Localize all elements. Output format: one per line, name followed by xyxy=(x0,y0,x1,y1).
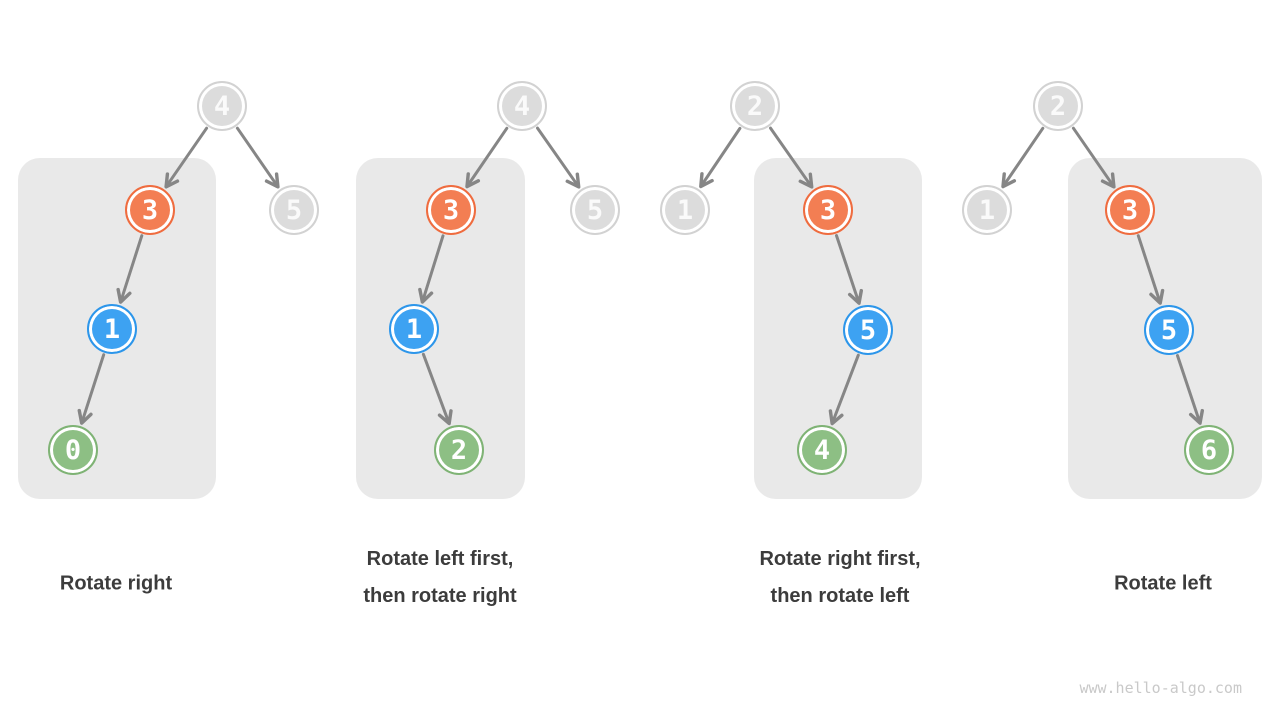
tree-node: 5 xyxy=(1144,305,1194,355)
tree-edge-root-r xyxy=(536,126,581,189)
tree-node: 2 xyxy=(730,81,780,131)
tree-node: 5 xyxy=(843,305,893,355)
tree-caption-rotate-left: Rotate left xyxy=(1114,566,1212,603)
tree-node: 5 xyxy=(570,185,620,235)
tree-edge-r-rr xyxy=(1136,234,1165,305)
tree-edge-l-ll xyxy=(418,234,445,304)
subtree-highlight-box-rotate-right xyxy=(18,158,216,499)
watermark: www.hello-algo.com xyxy=(1079,679,1242,697)
subtree-highlight-box-rotate-left-then-right xyxy=(356,158,525,499)
tree-caption-line: Rotate left first, xyxy=(366,548,514,570)
tree-node: 1 xyxy=(660,185,710,235)
tree-edge-root-l xyxy=(164,126,209,189)
tree-caption-line: then rotate left xyxy=(770,585,910,607)
tree-node: 6 xyxy=(1184,425,1234,475)
tree-caption-rotate-right-then-left: Rotate right first, then rotate left xyxy=(759,541,920,615)
tree-edge-ll-llr xyxy=(421,352,453,426)
tree-edge-root-l xyxy=(699,126,742,189)
tree-edge-root-r xyxy=(769,126,814,189)
tree-node: 1 xyxy=(962,185,1012,235)
tree-node: 2 xyxy=(1033,81,1083,131)
tree-node: 1 xyxy=(389,304,439,354)
tree-edge-root-r xyxy=(235,126,280,189)
tree-node: 0 xyxy=(48,425,98,475)
tree-edge-root-r xyxy=(1071,126,1116,189)
subtree-highlight-box-rotate-left xyxy=(1068,158,1262,499)
tree-node: 4 xyxy=(797,425,847,475)
tree-node: 5 xyxy=(269,185,319,235)
tree-edge-root-l xyxy=(1001,126,1045,189)
tree-caption-rotate-left-then-right: Rotate left first, then rotate right xyxy=(363,541,516,615)
tree-caption-rotate-right: Rotate right xyxy=(60,566,172,603)
subtree-highlight-box-rotate-right-then-left xyxy=(754,158,922,499)
tree-edge-rr-rrr xyxy=(1176,354,1205,425)
tree-node: 4 xyxy=(497,81,547,131)
tree-edge-ll-lll xyxy=(77,353,106,425)
tree-node: 3 xyxy=(426,185,476,235)
tree-node: 3 xyxy=(803,185,853,235)
tree-edge-root-l xyxy=(465,126,509,189)
tree-node: 4 xyxy=(197,81,247,131)
tree-node: 3 xyxy=(125,185,175,235)
tree-node: 3 xyxy=(1105,185,1155,235)
tree-caption-line: Rotate right xyxy=(59,572,173,595)
tree-node: 1 xyxy=(87,304,137,354)
tree-node: 2 xyxy=(434,425,484,475)
tree-edge-l-ll xyxy=(116,234,144,304)
tree-edge-r-rr xyxy=(835,234,864,305)
tree-caption-line: Rotate left xyxy=(1114,572,1212,595)
tree-caption-line: then rotate right xyxy=(363,585,517,607)
tree-caption-line: Rotate right first, xyxy=(759,548,921,570)
tree-edge-rr-rrl xyxy=(828,353,860,426)
